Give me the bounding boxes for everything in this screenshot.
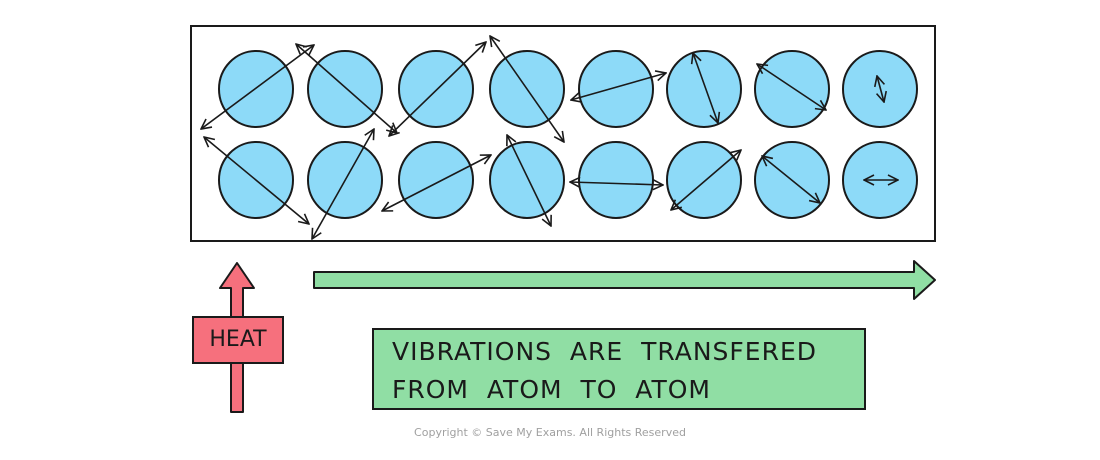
vibration-arrow xyxy=(382,155,491,211)
vibration-arrow xyxy=(571,73,666,100)
vibration-arrow xyxy=(490,36,564,142)
solid-bar xyxy=(190,25,936,242)
atom xyxy=(666,141,742,219)
atom xyxy=(578,50,654,128)
heat-label: HEAT xyxy=(192,316,284,364)
atom xyxy=(666,50,742,128)
atom-lattice xyxy=(201,36,918,239)
vibration-arrow xyxy=(671,150,741,210)
vibration-arrow xyxy=(204,137,309,224)
caption-line-2: FROM ATOM TO ATOM xyxy=(392,375,711,404)
atom xyxy=(307,50,383,128)
caption-line-1: VIBRATIONS ARE TRANSFERED xyxy=(392,337,817,366)
vibration-arrow xyxy=(877,76,884,102)
atom xyxy=(398,141,474,219)
atom xyxy=(578,141,654,219)
vibration-arrow xyxy=(570,182,663,185)
atom xyxy=(489,141,565,219)
vibration-arrow xyxy=(762,156,820,203)
vibration-arrow xyxy=(757,64,826,110)
atom xyxy=(754,50,830,128)
vibration-arrow xyxy=(296,44,397,133)
vibration-arrow xyxy=(389,42,486,136)
vibration-arrow xyxy=(507,135,551,226)
vibration-arrow xyxy=(312,129,374,239)
vibration-arrow xyxy=(693,53,718,123)
transfer-arrow xyxy=(313,260,936,300)
caption-box: VIBRATIONS ARE TRANSFERED FROM ATOM TO A… xyxy=(372,328,866,410)
copyright-notice: Copyright © Save My Exams. All Rights Re… xyxy=(414,426,686,439)
